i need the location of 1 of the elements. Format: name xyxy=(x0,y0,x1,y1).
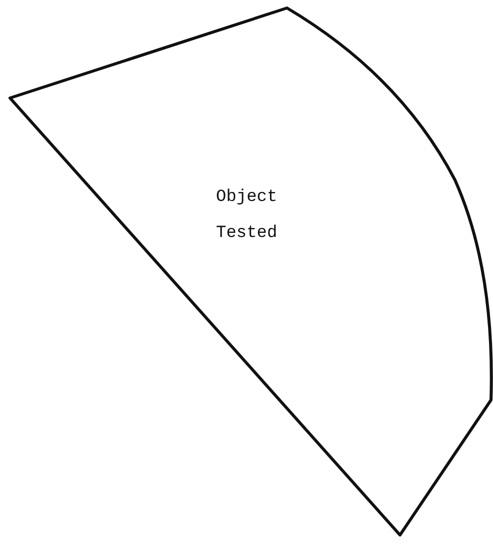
object-label: Object Tested xyxy=(216,187,278,245)
